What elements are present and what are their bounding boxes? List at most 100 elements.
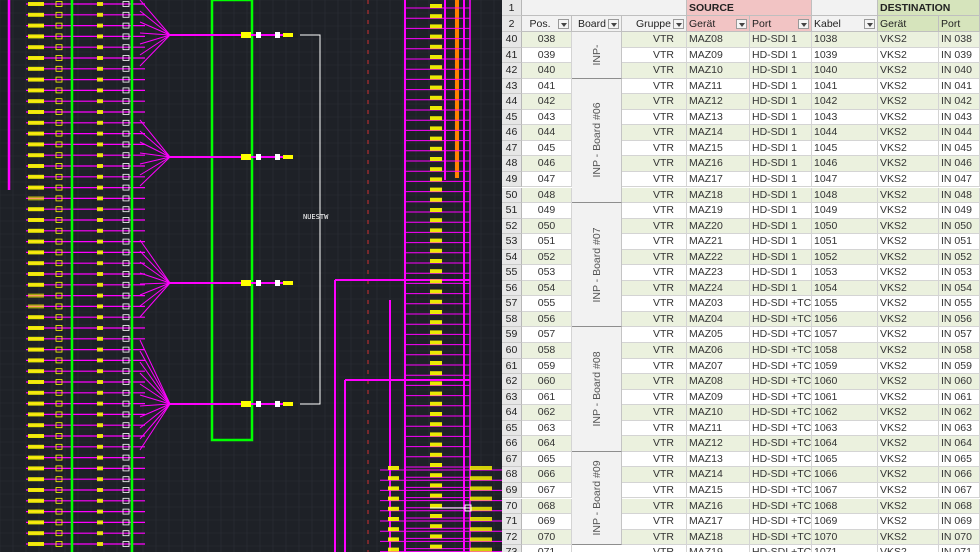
row-number[interactable]: 63 (502, 389, 522, 406)
cell-pos[interactable]: 046 (522, 156, 572, 172)
column-header-gruppe[interactable]: Gruppe (622, 16, 687, 32)
cell-kabel[interactable]: 1058 (812, 343, 878, 359)
row-number[interactable]: 44 (502, 94, 522, 110)
cell-geraet[interactable]: MAZ05 (687, 327, 750, 343)
row-number[interactable]: 54 (502, 249, 522, 266)
cell-port[interactable]: HD-SDI +TC (750, 545, 812, 552)
cell-dport[interactable]: IN 063 (939, 420, 980, 437)
cell-geraet[interactable]: MAZ12 (687, 436, 750, 452)
cell-geraet[interactable]: MAZ09 (687, 47, 750, 64)
cell-dgeraet[interactable]: VKS2 (878, 327, 939, 343)
cell-dgeraet[interactable]: VKS2 (878, 343, 939, 359)
cell-dgeraet[interactable]: VKS2 (878, 374, 939, 390)
row-number[interactable]: 59 (502, 327, 522, 343)
cell-pos[interactable]: 038 (522, 32, 572, 48)
cell-dgeraet[interactable]: VKS2 (878, 280, 939, 297)
cell-geraet[interactable]: MAZ08 (687, 374, 750, 390)
cell-dgeraet[interactable]: VKS2 (878, 514, 939, 530)
cell-port[interactable]: HD-SDI +TC (750, 389, 812, 406)
cell-geraet[interactable]: MAZ16 (687, 156, 750, 172)
cell-geraet[interactable]: MAZ15 (687, 482, 750, 499)
cell-port[interactable]: HD-SDI +TC (750, 405, 812, 421)
cell-port[interactable]: HD-SDI 1 (750, 47, 812, 64)
cell-geraet[interactable]: MAZ14 (687, 125, 750, 141)
row-number[interactable]: 70 (502, 498, 522, 515)
cell-geraet[interactable]: MAZ10 (687, 405, 750, 421)
cell-dport[interactable]: IN 060 (939, 374, 980, 390)
cell-geraet[interactable]: MAZ04 (687, 311, 750, 328)
cell-gruppe[interactable]: VTR (622, 249, 687, 266)
row-number[interactable]: 49 (502, 171, 522, 188)
cell-geraet[interactable]: MAZ19 (687, 203, 750, 219)
cell-dgeraet[interactable]: VKS2 (878, 529, 939, 546)
cell-port[interactable]: HD-SDI +TC (750, 498, 812, 515)
cell-gruppe[interactable]: VTR (622, 529, 687, 546)
cell-port[interactable]: HD-SDI +TC (750, 358, 812, 375)
filter-dropdown-icon[interactable] (608, 19, 619, 29)
cell-dgeraet[interactable]: VKS2 (878, 125, 939, 141)
cell-dgeraet[interactable]: VKS2 (878, 171, 939, 188)
cell-pos[interactable]: 069 (522, 514, 572, 530)
cell-gruppe[interactable]: VTR (622, 32, 687, 48)
cell-pos[interactable]: 058 (522, 343, 572, 359)
cell-port[interactable]: HD-SDI 1 (750, 249, 812, 266)
cell-port[interactable]: HD-SDI +TC (750, 451, 812, 468)
cell-port[interactable]: HD-SDI +TC (750, 436, 812, 452)
cell-dgeraet[interactable]: VKS2 (878, 467, 939, 483)
cell-geraet[interactable]: MAZ24 (687, 280, 750, 297)
cell-kabel[interactable]: 1062 (812, 405, 878, 421)
row-number[interactable]: 53 (502, 234, 522, 250)
cell-geraet[interactable]: MAZ16 (687, 498, 750, 515)
cell-gruppe[interactable]: VTR (622, 467, 687, 483)
row-number[interactable]: 58 (502, 311, 522, 328)
cell-port[interactable]: HD-SDI 1 (750, 94, 812, 110)
cell-port[interactable]: HD-SDI 1 (750, 187, 812, 204)
cell-geraet[interactable]: MAZ08 (687, 32, 750, 48)
cell-dgeraet[interactable]: VKS2 (878, 296, 939, 312)
cell-gruppe[interactable]: VTR (622, 358, 687, 375)
cell-kabel[interactable]: 1066 (812, 467, 878, 483)
cell-pos[interactable]: 067 (522, 482, 572, 499)
cell-kabel[interactable]: 1059 (812, 358, 878, 375)
cell-gruppe[interactable]: VTR (622, 218, 687, 235)
cell-kabel[interactable]: 1050 (812, 218, 878, 235)
cell-dport[interactable]: IN 059 (939, 358, 980, 375)
cell-gruppe[interactable]: VTR (622, 482, 687, 499)
cell-pos[interactable]: 071 (522, 545, 572, 552)
cell-geraet[interactable]: MAZ22 (687, 249, 750, 266)
row-number[interactable]: 67 (502, 451, 522, 468)
cell-dgeraet[interactable]: VKS2 (878, 405, 939, 421)
row-number[interactable]: 50 (502, 187, 522, 204)
cell-port[interactable]: HD-SDI 1 (750, 234, 812, 250)
cell-dgeraet[interactable]: VKS2 (878, 389, 939, 406)
cell-geraet[interactable]: MAZ17 (687, 171, 750, 188)
cell-dport[interactable]: IN 047 (939, 171, 980, 188)
cell-pos[interactable]: 057 (522, 327, 572, 343)
row-number[interactable]: 51 (502, 203, 522, 219)
cell-port[interactable]: HD-SDI 1 (750, 203, 812, 219)
cell-dgeraet[interactable]: VKS2 (878, 203, 939, 219)
row-number[interactable]: 71 (502, 514, 522, 530)
cell-gruppe[interactable]: VTR (622, 451, 687, 468)
cell-kabel[interactable]: 1038 (812, 32, 878, 48)
cell-pos[interactable]: 059 (522, 358, 572, 375)
cell-gruppe[interactable]: VTR (622, 420, 687, 437)
row-number[interactable]: 46 (502, 125, 522, 141)
cell-port[interactable]: HD-SDI +TC (750, 374, 812, 390)
cell-pos[interactable]: 052 (522, 249, 572, 266)
column-header-port[interactable]: Port (750, 16, 812, 32)
cell-gruppe[interactable]: VTR (622, 311, 687, 328)
row-number[interactable]: 43 (502, 78, 522, 95)
cell-dgeraet[interactable]: VKS2 (878, 234, 939, 250)
filter-dropdown-icon[interactable] (736, 19, 747, 29)
cell-port[interactable]: HD-SDI +TC (750, 420, 812, 437)
row-number[interactable]: 68 (502, 467, 522, 483)
cell-dport[interactable]: IN 053 (939, 265, 980, 281)
cad-drawing-pane[interactable]: NUESTW (0, 0, 502, 552)
cell-port[interactable]: HD-SDI +TC (750, 467, 812, 483)
cell-port[interactable]: HD-SDI +TC (750, 529, 812, 546)
filter-dropdown-icon[interactable] (798, 19, 809, 29)
cell-port[interactable]: HD-SDI +TC (750, 311, 812, 328)
cell-pos[interactable]: 063 (522, 420, 572, 437)
